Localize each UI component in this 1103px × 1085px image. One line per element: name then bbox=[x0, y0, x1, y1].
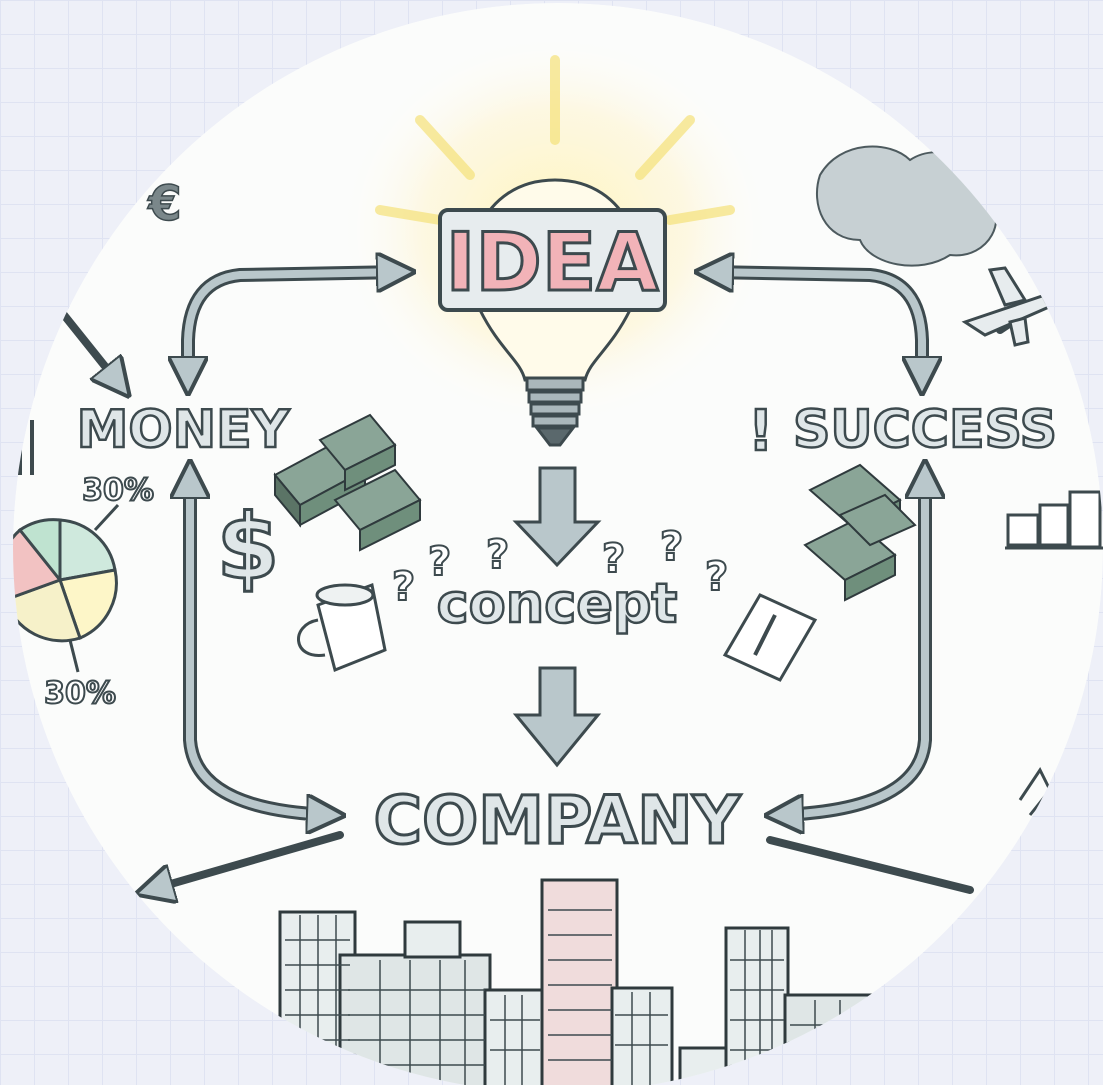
question-mark: ? bbox=[705, 554, 728, 600]
notepad-icon bbox=[722, 593, 818, 682]
success-label-group: ! SUCCESS bbox=[747, 398, 1059, 466]
down-arrow-concept-to-company bbox=[512, 666, 602, 768]
pie-percent-top: 30% bbox=[82, 473, 154, 508]
question-mark: ? bbox=[486, 532, 509, 578]
cycle-arrows-fill bbox=[188, 272, 925, 815]
mug-icon bbox=[297, 582, 387, 673]
idea-label: IDEA bbox=[446, 216, 659, 309]
exclamation-mark: ! bbox=[748, 399, 774, 464]
down-arrow-idea-to-concept bbox=[512, 466, 602, 568]
company-label: COMPANY bbox=[374, 782, 742, 859]
money-label: MONEY bbox=[77, 400, 291, 460]
question-mark: ? bbox=[660, 524, 683, 570]
light-rays bbox=[375, 55, 735, 225]
dollar-icon: $ bbox=[217, 495, 280, 600]
cloud-icon bbox=[815, 145, 997, 267]
pie-percent-bottom: 30% bbox=[44, 676, 116, 711]
money-stack-icon bbox=[273, 413, 422, 552]
idea-banner: IDEA bbox=[438, 208, 667, 312]
question-mark: ? bbox=[392, 564, 415, 610]
bar-chart-icon bbox=[1005, 490, 1103, 550]
question-mark: ? bbox=[428, 539, 451, 585]
pie-chart-icon bbox=[13, 503, 120, 673]
money-stack-icon bbox=[803, 463, 917, 602]
success-label: SUCCESS bbox=[793, 400, 1057, 460]
airplane-icon bbox=[961, 266, 1068, 347]
question-mark: ? bbox=[602, 536, 625, 582]
concept-label: concept bbox=[437, 572, 678, 635]
euro-icon: € bbox=[147, 176, 181, 232]
question-marks: ? ? ? ? ? ? bbox=[391, 523, 729, 611]
